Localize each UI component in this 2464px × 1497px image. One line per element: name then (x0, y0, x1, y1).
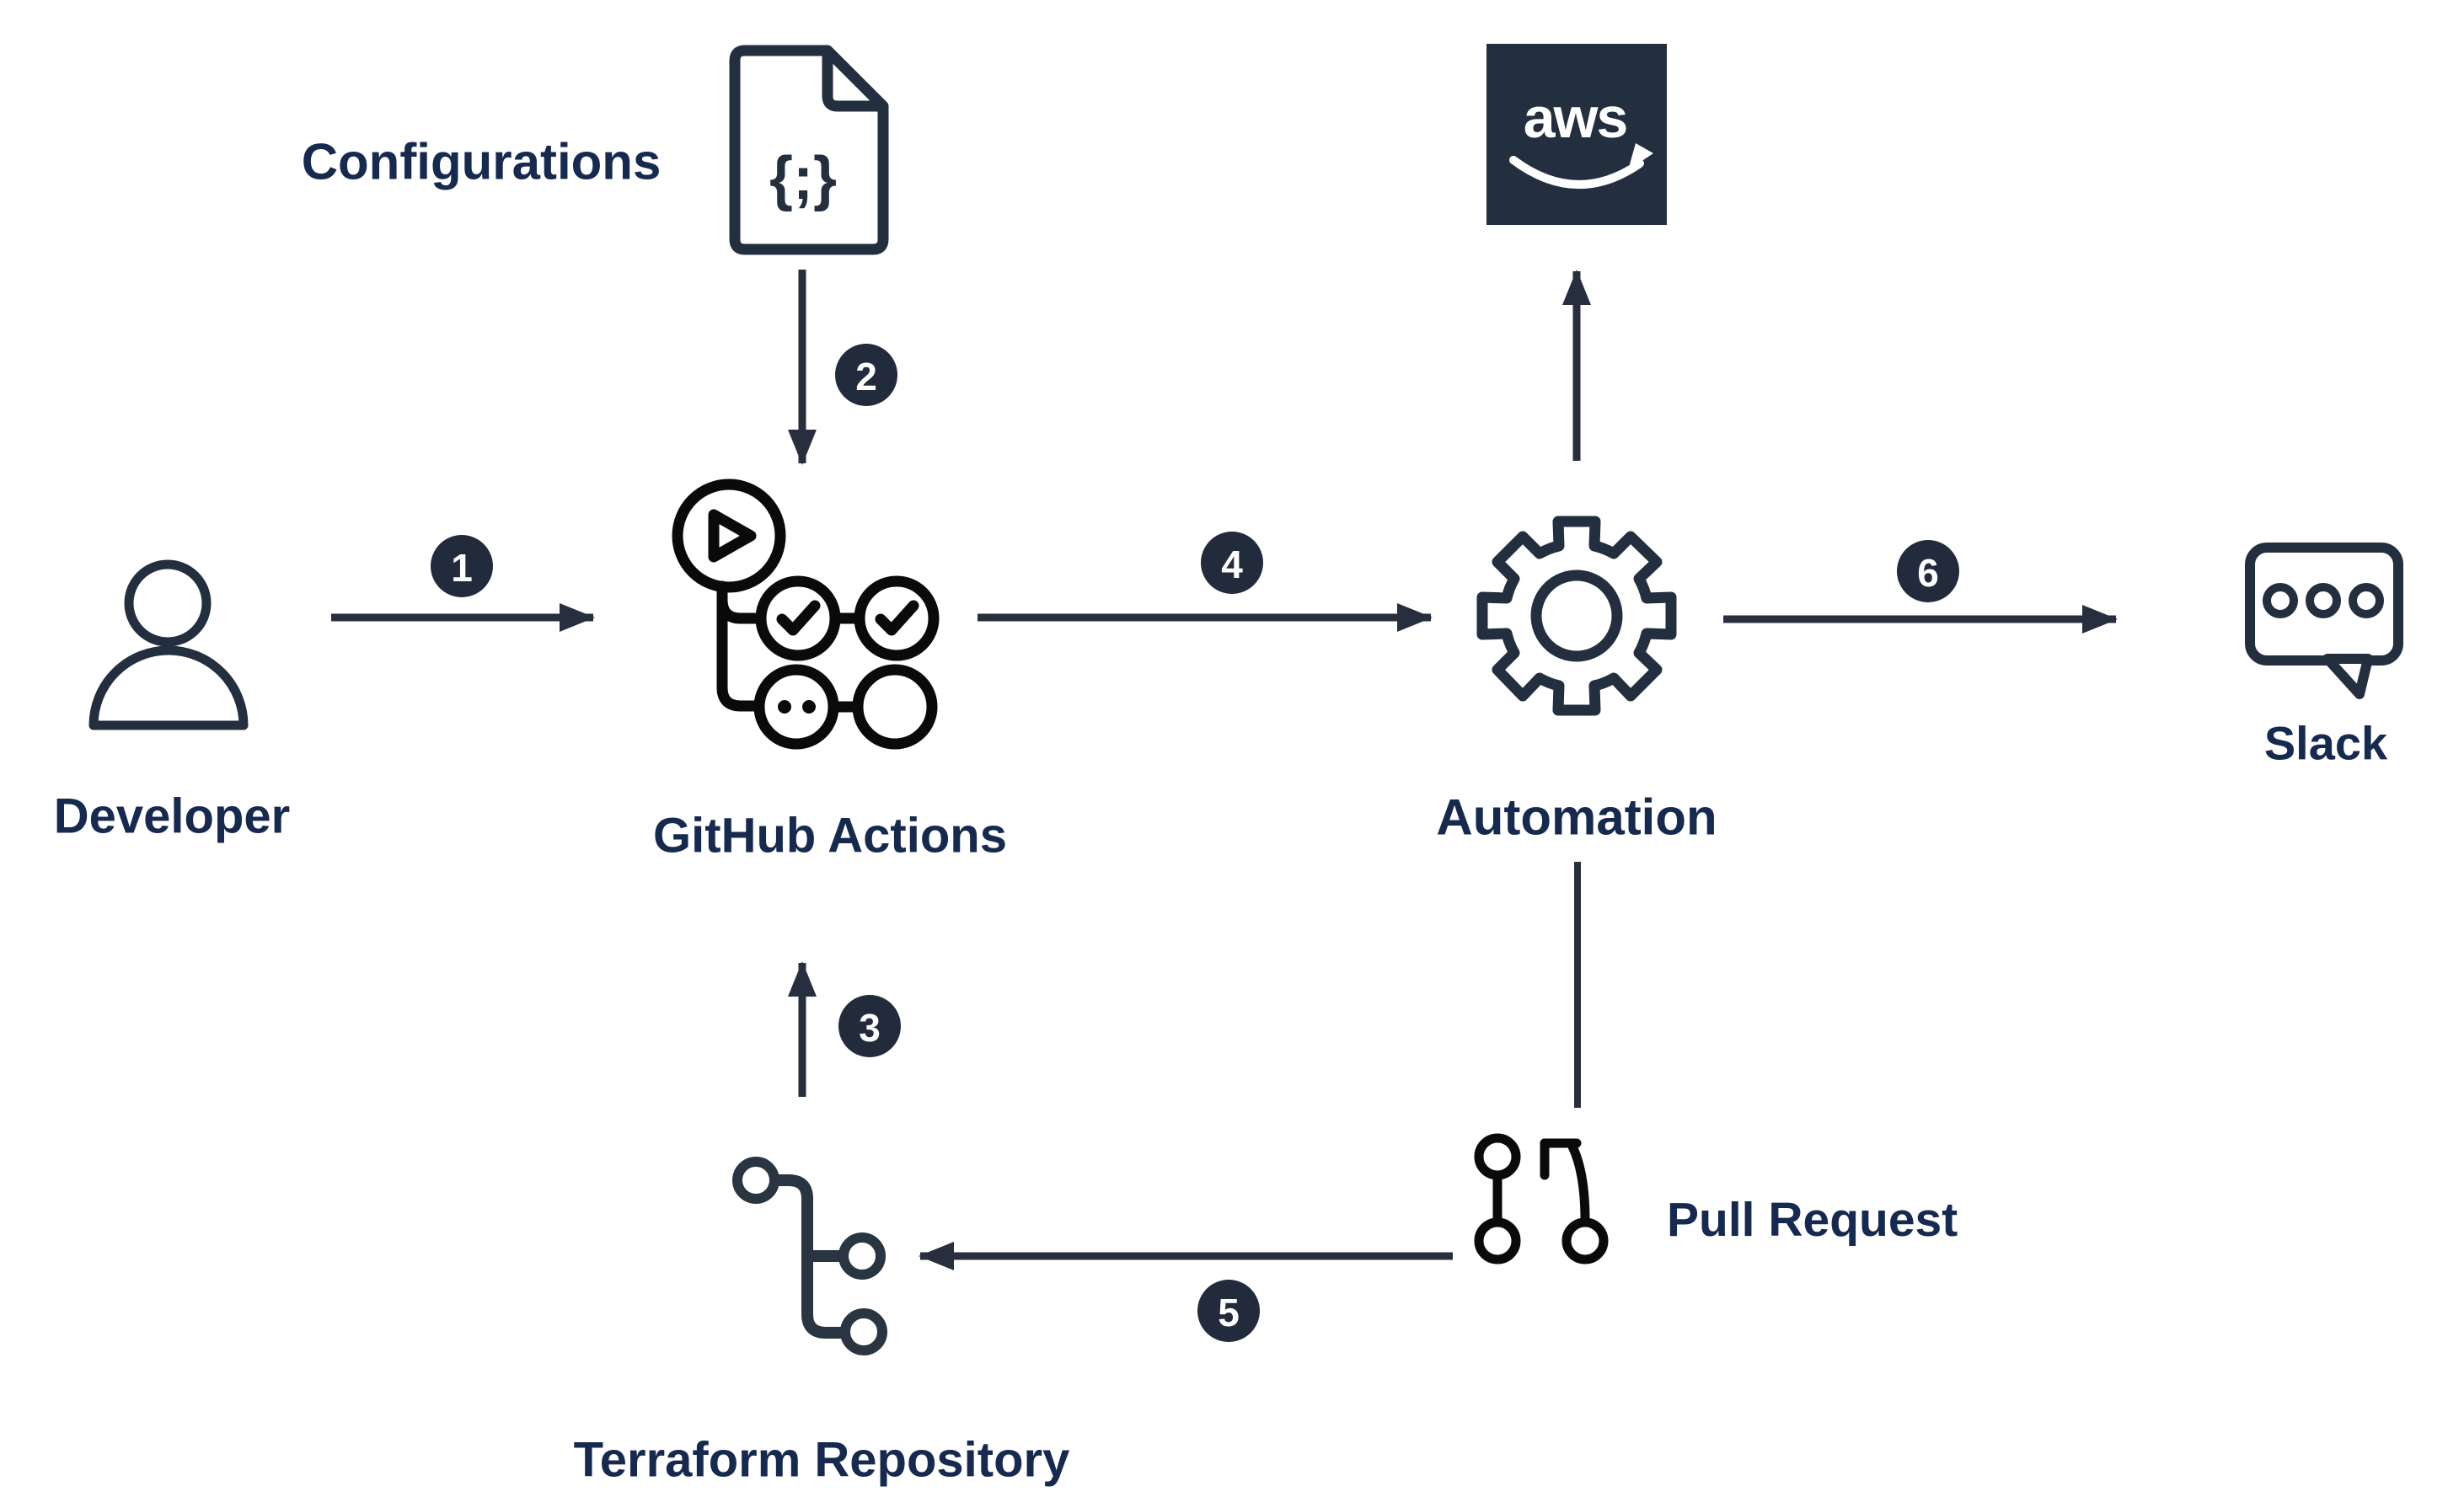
file-code-glyph: {;} (769, 145, 837, 212)
git-branch-icon (732, 1157, 887, 1355)
check-circle-2 (854, 575, 940, 661)
file-outline (729, 45, 889, 255)
developer-label: Developer (54, 789, 290, 844)
step-badge-2 (835, 344, 897, 406)
automation-label: Automation (1436, 789, 1717, 846)
code-file-icon (729, 45, 889, 255)
step-badge-5-number: 5 (1218, 1291, 1240, 1334)
step-badge-4-number: 4 (1221, 543, 1243, 586)
git-pull-request-icon (1474, 1133, 1609, 1264)
node-automation: Automation (1436, 516, 1717, 846)
person-body (88, 645, 249, 730)
node-github-actions: GitHub Actions (653, 479, 1007, 863)
play-triangle (708, 509, 757, 563)
node-pull-request: Pull Request (1474, 1133, 1958, 1264)
node-configurations: {;} Configurations (302, 45, 889, 255)
slack-label: Slack (2264, 717, 2388, 770)
workflow-connector-branch (716, 594, 766, 624)
running-circle (753, 664, 839, 750)
check-mark-2 (875, 600, 919, 636)
step-badge-4 (1201, 532, 1263, 594)
workflow-connector-down (716, 580, 763, 712)
chat-bubble-tail (2322, 654, 2373, 699)
branch-node-middle (838, 1232, 886, 1280)
github-actions-workflow-icon (672, 479, 940, 750)
person-head (124, 559, 212, 647)
chat-bubble-icon (2245, 543, 2403, 699)
step-badge-1-number: 1 (451, 546, 473, 590)
running-dot-1 (778, 700, 791, 714)
node-terraform-repository: Terraform Repository (574, 1157, 1070, 1488)
aws-logo-text: aws (1524, 86, 1627, 150)
running-dot-2 (802, 700, 816, 714)
pr-node-bottom-right (1561, 1217, 1609, 1264)
node-developer: Developer (54, 559, 290, 844)
check-mark-1 (776, 600, 821, 636)
pr-arrow-curve (1567, 1141, 1590, 1226)
gear-icon (1476, 516, 1677, 716)
person-icon (88, 559, 249, 730)
terraform-repository-label: Terraform Repository (574, 1433, 1070, 1488)
pending-circle (852, 664, 938, 750)
edge-automation-to-slack: 6 (1723, 540, 2118, 634)
edge-pull-request-to-terraform: 5 (919, 1242, 1453, 1342)
gear-teeth-outline (1476, 516, 1677, 716)
step-badge-3 (838, 995, 901, 1057)
aws-smile-curve (1509, 156, 1644, 189)
branch-node-top (732, 1157, 779, 1204)
node-aws: aws (1486, 44, 1667, 225)
edge-github-actions-to-automation: 4 (978, 532, 1433, 632)
gear-hub (1530, 569, 1623, 662)
github-actions-label: GitHub Actions (653, 809, 1007, 863)
edge-developer-to-github-actions: 1 (331, 535, 595, 632)
pull-request-label: Pull Request (1667, 1193, 1958, 1247)
pr-node-top-left (1474, 1133, 1521, 1180)
chat-dot-3 (2349, 583, 2384, 618)
step-badge-3-number: 3 (859, 1006, 881, 1050)
step-badge-6-number: 6 (1917, 551, 1939, 595)
step-badge-1 (431, 535, 493, 597)
step-badge-6 (1897, 540, 1959, 602)
chat-dot-2 (2306, 583, 2341, 618)
node-slack: Slack (2245, 543, 2403, 770)
edge-terraform-to-github-actions: 3 (788, 961, 901, 1097)
aws-smile-arrow-tip (1628, 143, 1653, 170)
step-badge-5 (1197, 1280, 1260, 1342)
chat-dot-1 (2263, 583, 2298, 618)
workflow-play-circle (672, 479, 786, 593)
pr-node-bottom-left (1474, 1217, 1521, 1264)
edge-configurations-to-github-actions: 2 (788, 270, 897, 465)
step-badge-2-number: 2 (855, 355, 877, 398)
file-fold-corner (822, 51, 883, 112)
configurations-label: Configurations (302, 134, 662, 190)
aws-logo-box (1486, 44, 1667, 225)
branch-node-bottom (840, 1308, 887, 1355)
